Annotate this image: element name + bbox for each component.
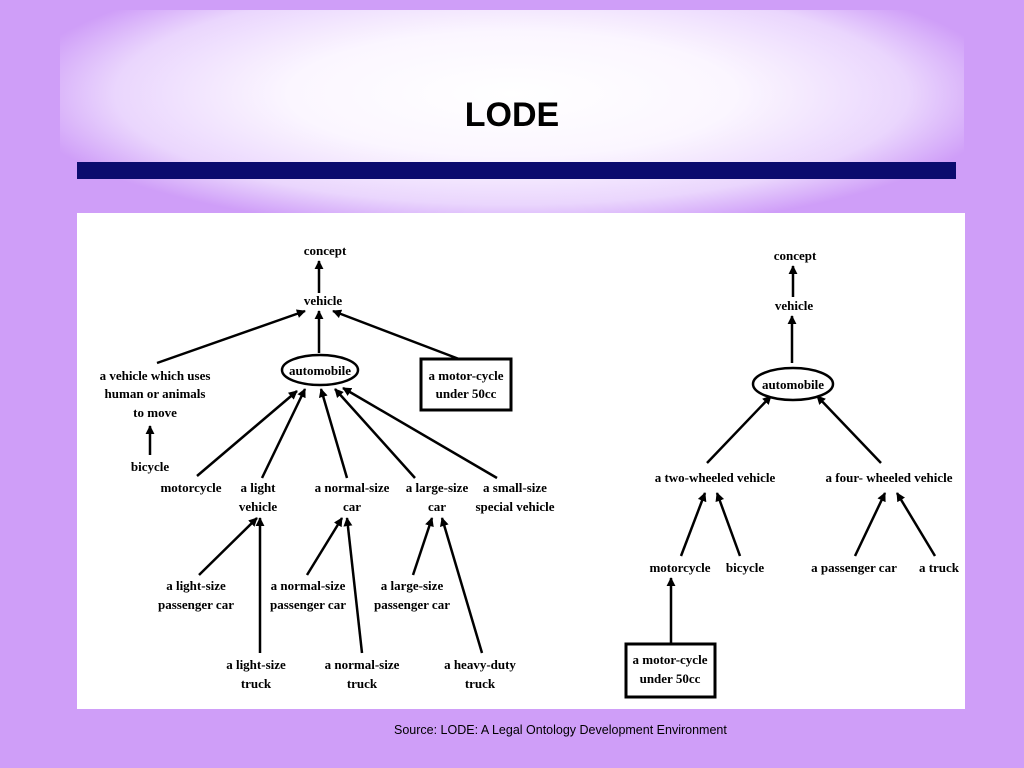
edge-r-passenger-four xyxy=(853,492,887,557)
edge-r-two-automobile xyxy=(706,395,772,464)
r-node-concept: concept xyxy=(774,248,817,263)
node-light-truck-1: a light-size xyxy=(226,657,286,672)
node-human-vehicle-2: human or animals xyxy=(105,386,206,401)
node-motor-cycle-50-2: under 50cc xyxy=(436,386,497,401)
title-glow xyxy=(60,10,964,220)
r-motor-cycle-50-box xyxy=(624,642,717,699)
r-node-passenger-car: a passenger car xyxy=(811,560,897,575)
edge-normal-automobile xyxy=(318,388,349,479)
edge-lightpass-light xyxy=(198,517,258,576)
node-normal-passenger-2: passenger car xyxy=(270,597,346,612)
edge-largepass-large xyxy=(411,517,434,576)
node-large-car-1: a large-size xyxy=(406,480,469,495)
edge-r-bicycle-two xyxy=(715,492,742,557)
r-node-bicycle: bicycle xyxy=(726,560,764,575)
r-node-truck: a truck xyxy=(919,560,960,575)
right-tree: concept vehicle automobile a two-wheeled… xyxy=(624,248,960,699)
edge-large-automobile xyxy=(334,388,416,479)
node-large-passenger-2: passenger car xyxy=(374,597,450,612)
node-motorcycle: motorcycle xyxy=(160,480,221,495)
automobile-node-outline xyxy=(280,353,360,387)
node-vehicle: vehicle xyxy=(304,293,342,308)
node-human-vehicle-1: a vehicle which uses xyxy=(100,368,211,383)
edge-small-automobile xyxy=(342,386,498,480)
node-large-car-2: car xyxy=(428,499,446,514)
motor-cycle-50-box xyxy=(419,357,513,412)
node-light-vehicle-1: a light xyxy=(240,480,276,495)
node-heavy-truck-1: a heavy-duty xyxy=(444,657,516,672)
edge-r-motorcycle-two xyxy=(679,492,707,557)
edge-r-truck-four xyxy=(895,492,937,557)
diagram-panel: concept vehicle a vehicle which uses hum… xyxy=(77,213,965,709)
node-normal-car-2: car xyxy=(343,499,361,514)
node-concept: concept xyxy=(304,243,347,258)
r-node-two-wheeled: a two-wheeled vehicle xyxy=(655,470,776,485)
r-automobile-node-outline xyxy=(751,366,835,402)
title-rule xyxy=(77,162,956,179)
edge-motor50-vehicle xyxy=(332,309,460,361)
node-normal-car-1: a normal-size xyxy=(315,480,390,495)
slide-title: LODE xyxy=(464,96,560,134)
edge-light-automobile xyxy=(260,388,307,479)
node-bicycle: bicycle xyxy=(131,459,169,474)
edge-human-vehicle xyxy=(156,309,306,365)
node-light-passenger-2: passenger car xyxy=(158,597,234,612)
right-tree-edges xyxy=(666,265,937,643)
r-node-vehicle: vehicle xyxy=(775,298,813,313)
r-node-motor-cycle-50-2: under 50cc xyxy=(640,671,701,686)
ontology-diagram: concept vehicle a vehicle which uses hum… xyxy=(100,243,960,699)
node-light-truck-2: truck xyxy=(241,676,272,691)
edge-r-four-automobile xyxy=(816,395,882,464)
node-light-vehicle-2: vehicle xyxy=(239,499,277,514)
edge-normaltruck-normal xyxy=(343,517,364,654)
node-small-special-2: special vehicle xyxy=(475,499,554,514)
left-tree: concept vehicle a vehicle which uses hum… xyxy=(100,243,555,691)
node-automobile: automobile xyxy=(289,363,351,378)
node-small-special-1: a small-size xyxy=(483,480,547,495)
node-human-vehicle-3: to move xyxy=(133,405,177,420)
node-light-passenger-1: a light-size xyxy=(166,578,226,593)
node-large-passenger-1: a large-size xyxy=(381,578,444,593)
r-node-motor-cycle-50-1: a motor-cycle xyxy=(633,652,708,667)
node-normal-truck-1: a normal-size xyxy=(325,657,400,672)
edge-motorcycle-automobile xyxy=(196,390,298,477)
node-normal-truck-2: truck xyxy=(347,676,378,691)
left-tree-labels: concept vehicle a vehicle which uses hum… xyxy=(100,243,555,691)
node-motor-cycle-50-1: a motor-cycle xyxy=(429,368,504,383)
node-heavy-truck-2: truck xyxy=(465,676,496,691)
left-tree-edges xyxy=(145,260,498,654)
r-node-motorcycle: motorcycle xyxy=(649,560,710,575)
node-normal-passenger-1: a normal-size xyxy=(271,578,346,593)
right-tree-labels: concept vehicle automobile a two-wheeled… xyxy=(633,248,960,686)
edge-normalpass-normal xyxy=(305,517,344,576)
r-node-automobile: automobile xyxy=(762,377,824,392)
source-caption: Source: LODE: A Legal Ontology Developme… xyxy=(394,723,727,737)
edge-heavy-large xyxy=(439,517,484,654)
r-node-four-wheeled: a four- wheeled vehicle xyxy=(826,470,953,485)
